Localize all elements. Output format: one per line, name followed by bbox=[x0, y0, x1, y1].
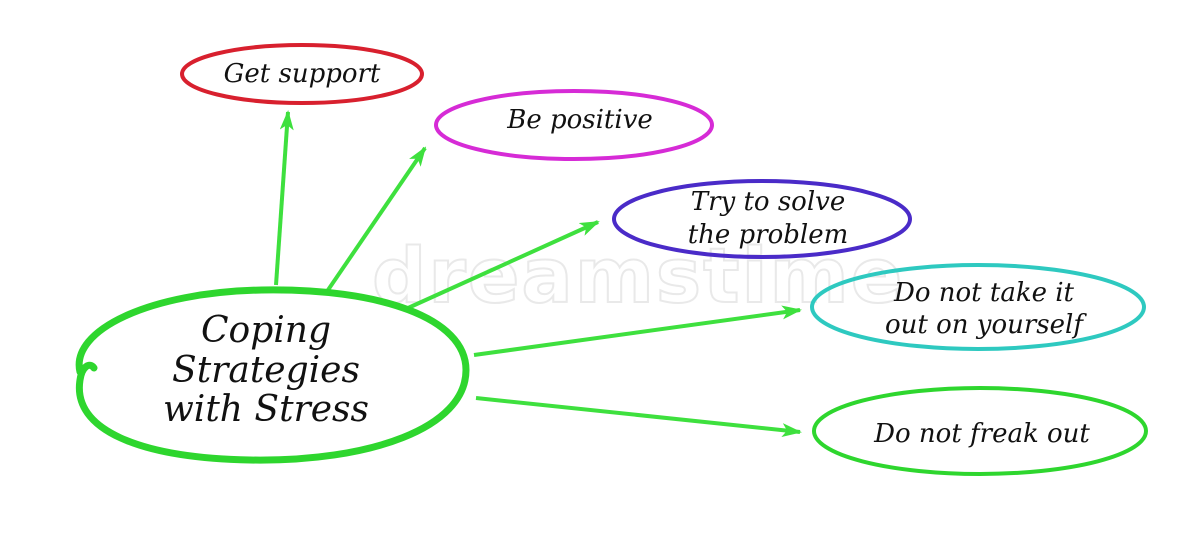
try-to-solve-ellipse bbox=[612, 179, 912, 259]
arrow-to-get-support bbox=[274, 110, 294, 286]
node-do-not-take-it-out: Do not take it out on yourself bbox=[810, 263, 1146, 351]
arrow-to-try-to-solve bbox=[407, 220, 600, 310]
center-node: Coping Strategies with Stress bbox=[75, 286, 470, 464]
get-support-label: Get support bbox=[224, 59, 381, 89]
get-support-ellipse bbox=[180, 43, 424, 105]
be-positive-ellipse bbox=[434, 89, 714, 161]
node-get-support: Get support bbox=[180, 43, 424, 105]
do-not-take-it-out-label-line-1: Do not take it bbox=[893, 278, 1075, 308]
arrows-group bbox=[274, 110, 802, 438]
arrow-to-be-positive bbox=[326, 146, 427, 292]
node-try-to-solve: Try to solve the problem bbox=[612, 179, 912, 259]
do-not-take-it-out-label-line-2: out on yourself bbox=[885, 310, 1087, 340]
be-positive-label: Be positive bbox=[506, 105, 653, 135]
try-to-solve-label-line-2: the problem bbox=[688, 220, 849, 250]
center-title-line-3: with Stress bbox=[163, 389, 369, 430]
try-to-solve-label-line-1: Try to solve bbox=[691, 187, 845, 217]
node-do-not-freak-out: Do not freak out bbox=[812, 386, 1148, 476]
do-not-freak-out-label: Do not freak out bbox=[873, 419, 1090, 449]
center-title-line-2: Strategies bbox=[172, 350, 360, 391]
do-not-take-it-out-ellipse bbox=[810, 263, 1146, 351]
center-ellipse bbox=[75, 286, 470, 464]
arrow-to-do-not-freak-out bbox=[475, 396, 802, 438]
center-title-line-1: Coping bbox=[201, 310, 331, 351]
watermark-text: dreamstime bbox=[372, 231, 904, 320]
do-not-freak-out-ellipse bbox=[812, 386, 1148, 476]
arrow-to-do-not-take-it-out bbox=[473, 305, 802, 357]
node-be-positive: Be positive bbox=[434, 89, 714, 161]
